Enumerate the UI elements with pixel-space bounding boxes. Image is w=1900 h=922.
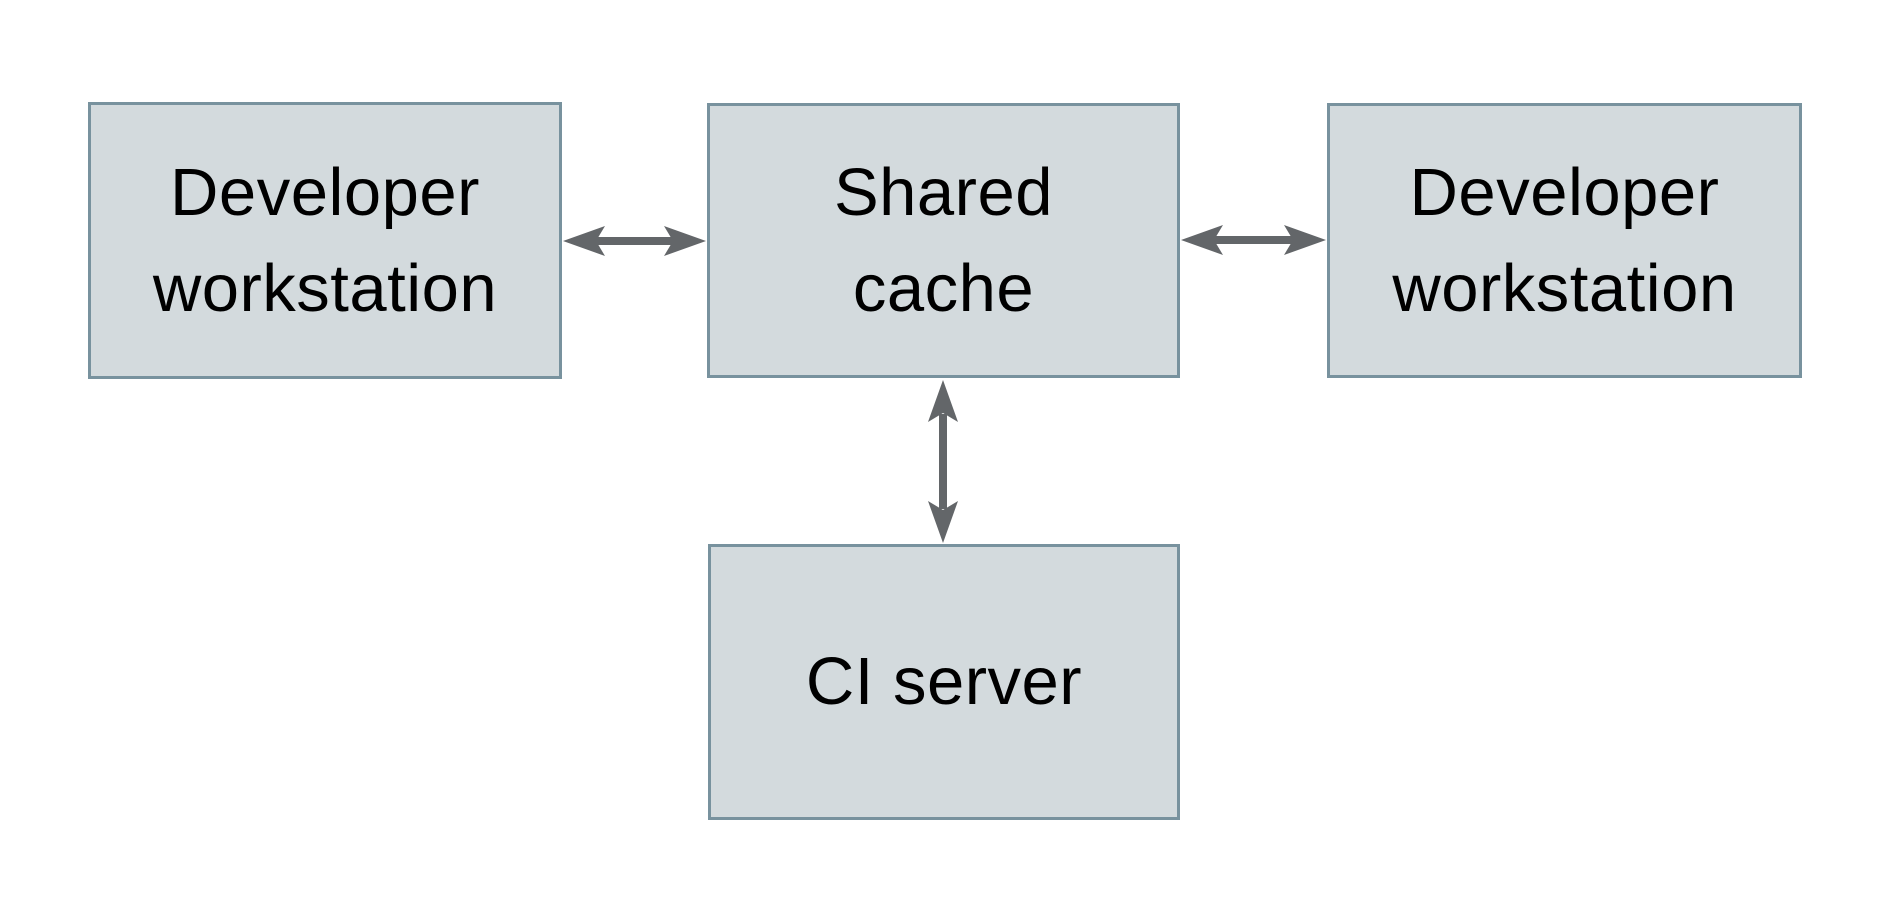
node-shared-cache: Shared cache xyxy=(707,103,1180,378)
node-developer-workstation-right: Developer workstation xyxy=(1327,103,1802,378)
arrowhead-right-icon xyxy=(1284,225,1326,255)
node-label: Developer workstation xyxy=(1392,154,1737,326)
arrowhead-left-icon xyxy=(563,226,605,256)
arrowhead-left-icon xyxy=(1181,225,1223,255)
double-arrow-shared-cache-right-workstation xyxy=(1181,225,1326,255)
node-label: CI server xyxy=(805,644,1083,719)
double-arrow-shared-cache-ci-server xyxy=(928,380,958,543)
double-arrow-left-workstation-shared-cache xyxy=(563,226,706,256)
arrowhead-right-icon xyxy=(664,226,706,256)
node-label: Shared cache xyxy=(833,154,1054,326)
node-developer-workstation-left: Developer workstation xyxy=(88,102,562,379)
node-ci-server: CI server xyxy=(708,544,1180,820)
node-label: Developer workstation xyxy=(152,154,498,326)
arrowhead-down-icon xyxy=(928,501,958,543)
arrowhead-up-icon xyxy=(928,380,958,422)
